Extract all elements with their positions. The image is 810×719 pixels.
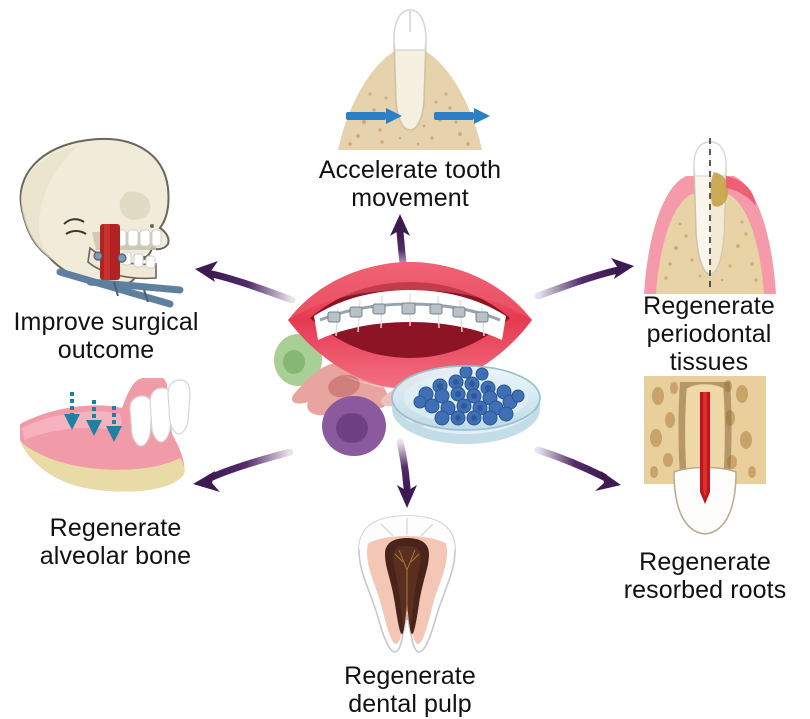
node-improve-surgical-outcome xyxy=(4,132,229,308)
node-regenerate-alveolar-bone xyxy=(10,378,225,508)
resorption-arrows xyxy=(64,392,122,442)
mouth-with-braces xyxy=(288,262,532,390)
node-accelerate-tooth-movement xyxy=(320,2,500,152)
node-regenerate-dental-pulp xyxy=(337,510,477,658)
force-arrow-right xyxy=(434,108,490,124)
force-arrow-left xyxy=(346,108,402,124)
label-regenerate-alveolar-bone: Regenerate alveolar bone xyxy=(39,514,192,570)
label-regenerate-resorbed-roots: Regenerate resorbed roots xyxy=(623,548,787,604)
arrow-to-regenerate-periodontal-tissues xyxy=(534,258,634,300)
node-regenerate-resorbed-roots xyxy=(630,372,780,542)
label-regenerate-dental-pulp: Regenerate dental pulp xyxy=(344,662,476,718)
center-mouth-with-braces-and-stem-cells xyxy=(270,262,550,460)
petri-dish xyxy=(391,365,541,444)
label-accelerate-tooth-movement: Accelerate tooth movement xyxy=(318,156,502,212)
alveolar-teeth xyxy=(129,379,191,447)
stem-cell-purple xyxy=(322,396,386,456)
stem-cell-green xyxy=(274,334,322,386)
node-regenerate-periodontal-tissues xyxy=(630,136,790,296)
brackets xyxy=(327,302,489,323)
label-regenerate-periodontal-tissues: Regenerate periodontal tissues xyxy=(643,292,775,376)
arrow-to-regenerate-resorbed-roots xyxy=(534,446,621,491)
label-improve-surgical-outcome: Improve surgical outcome xyxy=(13,308,199,364)
